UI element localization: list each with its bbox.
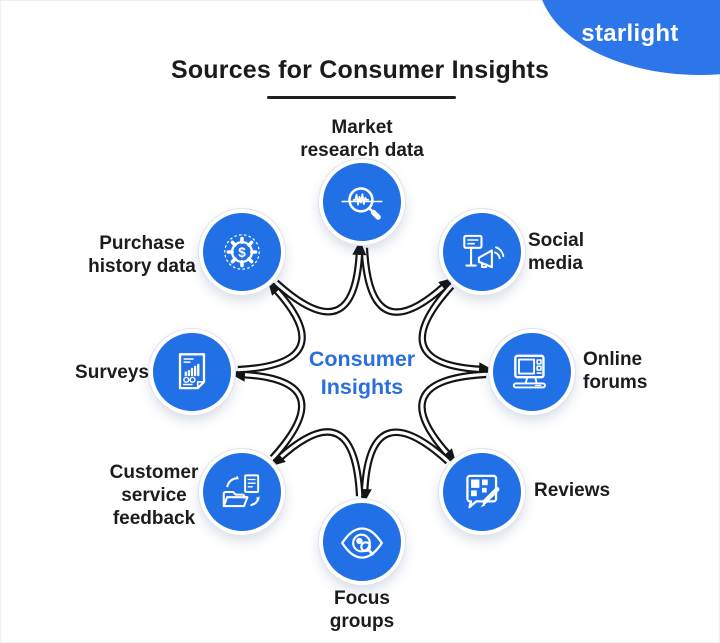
node-social-media [439,208,526,295]
customer-service-icon-circle [198,449,285,536]
review-bubble-pencil-icon [466,474,500,509]
node-customer-service-feedback [198,449,285,536]
node-reviews [439,449,526,536]
title-underline [267,96,456,99]
node-focus-groups [319,499,405,585]
node-purchase-history-data: $ [198,208,285,295]
label-focus-groups: Focus groups [329,588,395,633]
brand-banner-shape [542,0,720,75]
focus-groups-icon-circle [319,499,405,585]
eye-magnifier-icon [341,527,383,559]
node-market-research-data [319,159,405,245]
label-purchase-history-data: Purchase history data [88,233,196,278]
label-online-forums: Online forums [583,349,648,394]
page-title: Sources for Consumer Insights [170,56,550,84]
brand-blob-ellipse [542,0,720,75]
center-label-line1: Consumer [308,347,416,371]
purchase-history-icon-circle: $ [198,208,285,295]
brand-logo-text: starlight [581,20,679,47]
online-forums-icon-circle [489,329,575,415]
dollar-gear-icon: $ [223,233,260,270]
reviews-icon-circle [439,449,526,536]
screen-megaphone-icon [463,234,505,268]
center-label: Consumer Insights [272,346,452,402]
label-reviews: Reviews [534,480,611,501]
node-online-forums [489,329,575,415]
label-social-media: Social media [528,230,584,275]
desktop-computer-icon [512,354,546,389]
folder-sync-arrows-icon [222,474,260,508]
label-customer-service-feedback: Customer service feedback [109,462,199,530]
node-surveys [149,329,235,415]
social-media-icon-circle [439,208,526,295]
center-label-line2: Insights [320,374,404,399]
survey-report-icon [178,353,206,390]
market-research-icon-circle [319,159,405,245]
svg-text:$: $ [238,245,246,260]
magnifier-pulse-chart-icon [341,187,383,220]
label-market-research-data: Market research data [300,117,424,162]
surveys-icon-circle [149,329,235,415]
label-surveys: Surveys [75,362,149,383]
